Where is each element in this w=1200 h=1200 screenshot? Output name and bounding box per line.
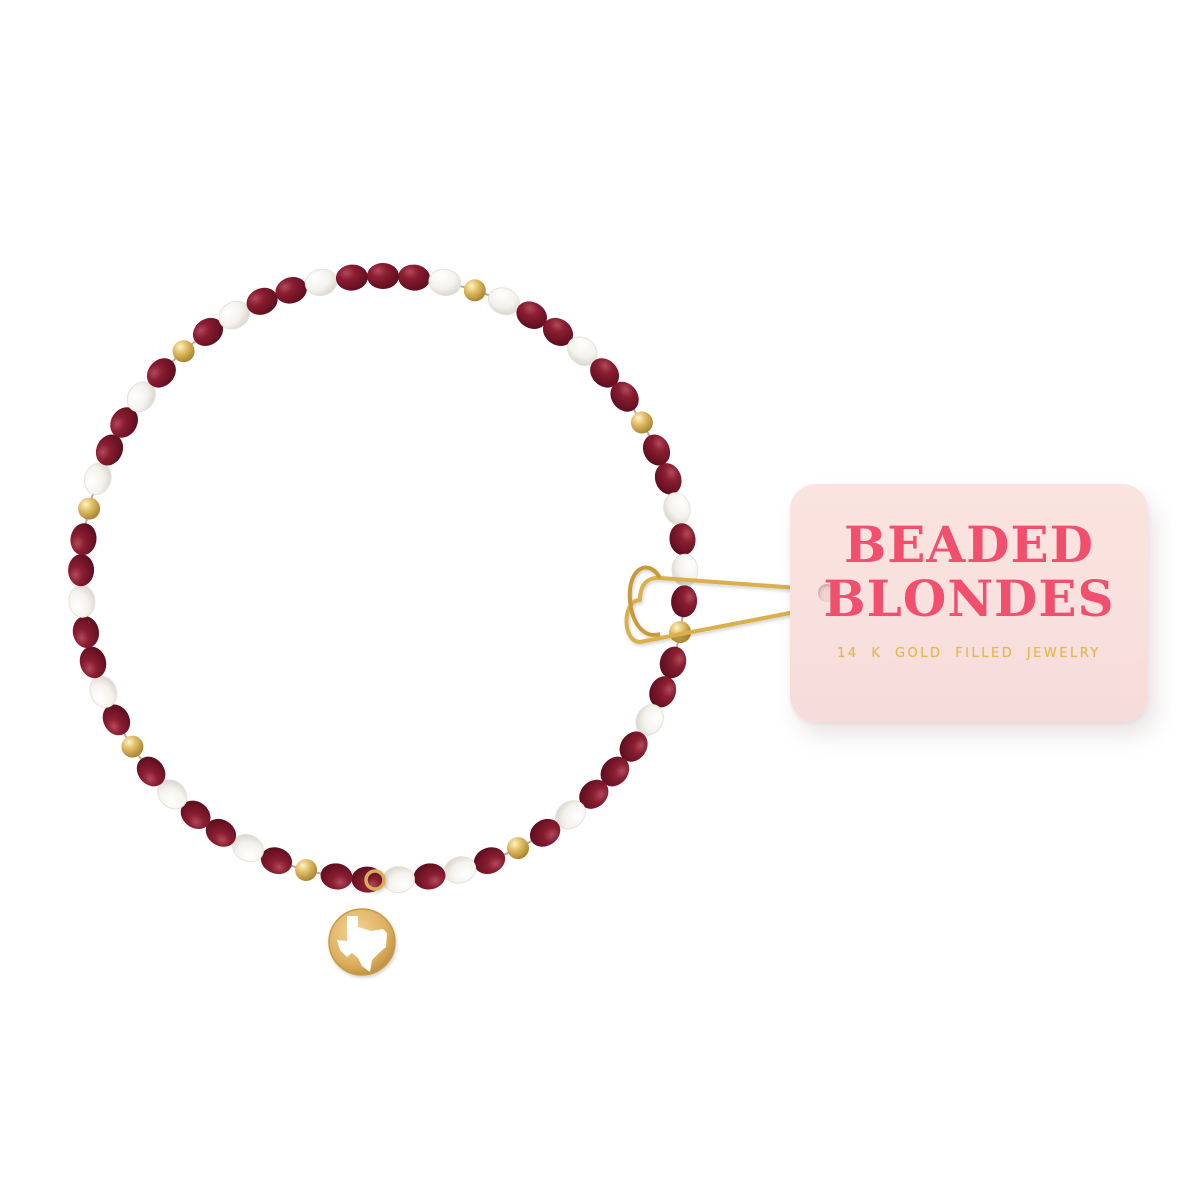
maroon-bead xyxy=(79,646,107,679)
brand-subtitle: 14 K GOLD FILLED JEWELRY xyxy=(837,646,1101,661)
maroon-bead xyxy=(335,264,368,291)
gold-bead xyxy=(295,859,318,881)
maroon-bead xyxy=(70,523,97,556)
maroon-bead xyxy=(542,317,574,346)
white-bead xyxy=(304,268,338,297)
maroon-bead xyxy=(192,317,224,346)
maroon-bead xyxy=(68,554,95,587)
maroon-bead xyxy=(642,434,671,466)
maroon-bead xyxy=(516,301,548,329)
maroon-bead xyxy=(671,585,698,618)
brand-name-line-1: BEADED xyxy=(844,515,1094,574)
maroon-bead xyxy=(654,463,682,495)
brand-name-line-2: BLONDES xyxy=(823,569,1115,628)
maroon-bead xyxy=(246,287,278,315)
texas-state-icon xyxy=(337,916,387,972)
maroon-bead xyxy=(398,264,431,291)
gold-bead xyxy=(630,411,653,434)
maroon-bead xyxy=(600,756,630,787)
white-bead xyxy=(68,584,96,618)
maroon-bead xyxy=(275,276,307,304)
maroon-bead xyxy=(136,756,166,787)
price-tag: BEADED BLONDES 14 K GOLD FILLED JEWELRY xyxy=(790,484,1148,722)
gold-bead xyxy=(669,621,692,644)
white-bead xyxy=(83,462,112,496)
maroon-bead xyxy=(205,818,237,847)
gold-bead xyxy=(463,279,486,302)
maroon-bead xyxy=(649,676,677,708)
gold-bead xyxy=(172,340,195,363)
maroon-bead xyxy=(473,847,506,875)
white-bead xyxy=(663,492,691,525)
white-bead xyxy=(443,856,477,884)
maroon-bead xyxy=(146,358,176,388)
maroon-bead xyxy=(260,847,293,875)
maroon-bead xyxy=(102,704,131,736)
bead-ring xyxy=(68,263,699,894)
tag-hole xyxy=(818,584,836,602)
maroon-bead xyxy=(180,800,211,830)
maroon-bead xyxy=(367,263,399,289)
maroon-bead xyxy=(95,434,124,466)
white-bead xyxy=(382,866,415,894)
maroon-bead xyxy=(529,818,561,847)
white-bead xyxy=(428,268,462,297)
maroon-bead xyxy=(659,646,687,679)
texas-charm xyxy=(328,869,396,976)
maroon-bead xyxy=(413,863,446,890)
gold-bead xyxy=(121,735,144,758)
maroon-bead xyxy=(590,358,620,388)
maroon-bead xyxy=(610,381,639,412)
maroon-bead xyxy=(669,523,696,556)
maroon-bead xyxy=(619,731,648,762)
maroon-bead xyxy=(72,616,100,649)
gold-bead xyxy=(78,497,101,520)
maroon-bead xyxy=(320,863,353,890)
maroon-bead xyxy=(110,407,138,438)
maroon-bead xyxy=(579,779,609,809)
gold-bead xyxy=(507,837,529,860)
